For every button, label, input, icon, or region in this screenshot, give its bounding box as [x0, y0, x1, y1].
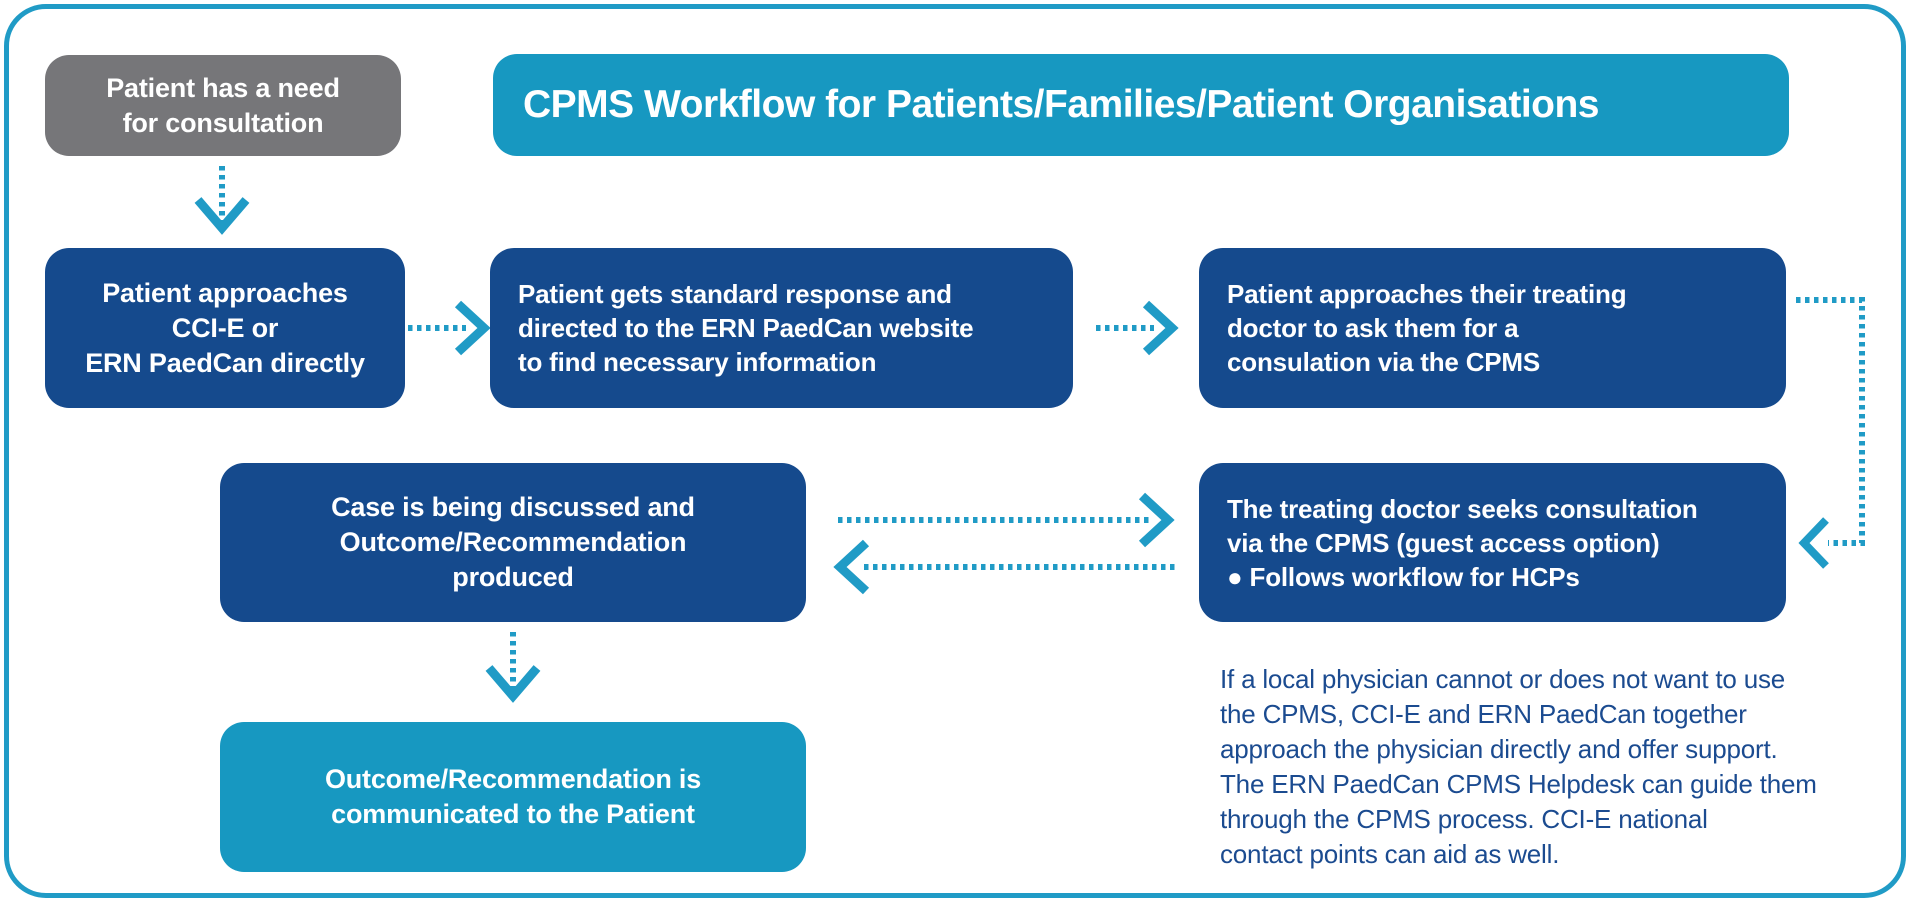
node-case-discussed: Case is being discussed and Outcome/Reco… [220, 463, 806, 622]
node-patient-approaches: Patient approaches CCI-E or ERN PaedCan … [45, 248, 405, 408]
node-standard-response-label: Patient gets standard response and direc… [518, 279, 974, 377]
arrow-down-outcome-icon [485, 632, 541, 703]
node-case-discussed-label: Case is being discussed and Outcome/Reco… [331, 492, 695, 592]
diagram-border [4, 4, 1906, 898]
arrow-left-loop-icon [833, 539, 1176, 595]
node-patient-need-label: Patient has a need for consultation [106, 72, 340, 138]
arrow-right-2-icon [1096, 300, 1179, 356]
node-treating-doctor-label: Patient approaches their treating doctor… [1227, 279, 1627, 377]
node-doctor-seeks-label: The treating doctor seeks consultation v… [1227, 493, 1698, 592]
diagram-title-box: CPMS Workflow for Patients/Families/Pati… [493, 54, 1789, 156]
node-treating-doctor: Patient approaches their treating doctor… [1199, 248, 1786, 408]
node-standard-response: Patient gets standard response and direc… [490, 248, 1073, 408]
arrow-right-1-icon [408, 300, 491, 356]
node-outcome-communicated-label: Outcome/Recommendation is communicated t… [324, 764, 702, 829]
arrow-down-start-icon [194, 166, 250, 235]
node-patient-need: Patient has a need for consultation [45, 55, 401, 156]
node-patient-approaches-label: Patient approaches CCI-E or ERN PaedCan … [85, 277, 365, 378]
node-outcome-communicated: Outcome/Recommendation is communicated t… [220, 722, 806, 872]
diagram-title: CPMS Workflow for Patients/Families/Pati… [523, 83, 1600, 126]
arrow-right-loop-icon [838, 492, 1175, 548]
node-doctor-seeks: The treating doctor seeks consultation v… [1199, 463, 1786, 622]
elbow-connector-icon [1796, 297, 1865, 569]
helpdesk-note: If a local physician cannot or does not … [1220, 664, 1817, 869]
